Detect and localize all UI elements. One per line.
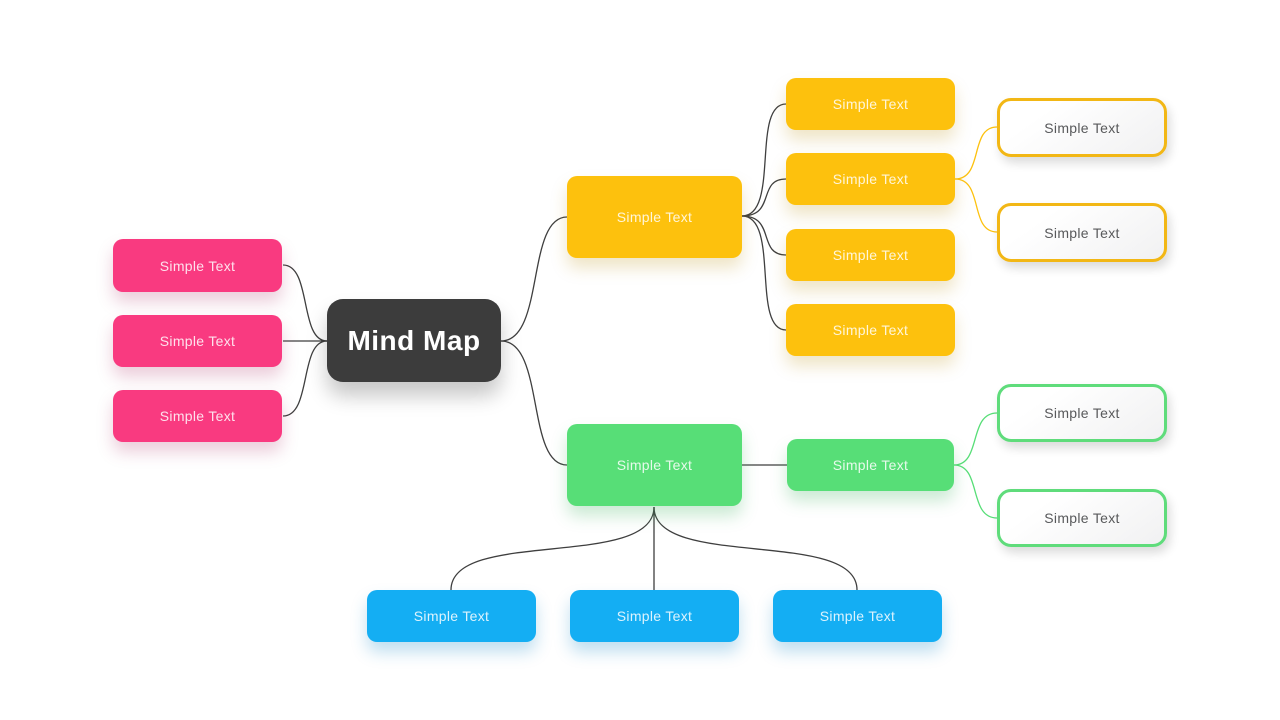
yellow-child-node-1[interactable]: Simple Text [786,78,955,130]
green-parent-node[interactable]: Simple Text [567,424,742,506]
connector-yellow-child-1 [741,103,787,217]
blue-node-2[interactable]: Simple Text [570,590,739,642]
yellow-child-1-label: Simple Text [832,96,909,112]
connector-pink-3 [282,340,328,417]
green-leaf-node-2[interactable]: Simple Text [997,489,1167,547]
blue-node-2-label: Simple Text [616,608,693,624]
yellow-leaf-node-2[interactable]: Simple Text [997,203,1167,262]
green-leaf-2-label: Simple Text [1044,510,1120,526]
yellow-child-node-3[interactable]: Simple Text [786,229,955,281]
yellow-leaf-2-label: Simple Text [1044,224,1120,241]
yellow-leaf-1-label: Simple Text [1044,119,1120,136]
connector-blue-1 [450,506,655,591]
connector-blue-3 [653,506,858,591]
pink-node-2[interactable]: Simple Text [113,315,282,367]
blue-node-1[interactable]: Simple Text [367,590,536,642]
green-child-label: Simple Text [832,457,909,473]
yellow-child-3-label: Simple Text [832,247,909,263]
connector-yellow-child-4 [741,215,787,331]
connector-green-leaf-2 [953,464,998,519]
pink-node-2-label: Simple Text [159,333,236,349]
green-parent-label: Simple Text [616,457,693,473]
green-leaf-1-label: Simple Text [1044,405,1120,421]
yellow-child-node-4[interactable]: Simple Text [786,304,955,356]
yellow-parent-label: Simple Text [616,209,693,225]
green-child-node[interactable]: Simple Text [787,439,954,491]
pink-node-3-label: Simple Text [159,408,236,424]
blue-node-1-label: Simple Text [413,608,490,624]
blue-node-3-label: Simple Text [819,608,896,624]
pink-node-3[interactable]: Simple Text [113,390,282,442]
pink-node-1-label: Simple Text [159,257,236,274]
connector-yellow-leaf-2 [954,178,998,233]
center-node-label: Mind Map [347,324,481,356]
blue-node-3[interactable]: Simple Text [773,590,942,642]
connector-center-green [500,340,568,466]
yellow-child-4-label: Simple Text [832,322,909,338]
pink-node-1[interactable]: Simple Text [113,239,282,292]
yellow-child-node-2[interactable]: Simple Text [786,153,955,205]
connector-pink-1 [282,264,328,342]
center-node[interactable]: Mind Map [327,299,501,382]
connector-yellow-child-3 [741,215,787,256]
connector-yellow-child-2 [741,178,787,217]
connector-green-leaf-1 [953,412,998,466]
yellow-child-2-label: Simple Text [832,171,909,187]
green-leaf-node-1[interactable]: Simple Text [997,384,1167,442]
yellow-parent-node[interactable]: Simple Text [567,176,742,258]
connector-yellow-leaf-1 [954,126,998,180]
connector-center-yellow [500,216,568,342]
yellow-leaf-node-1[interactable]: Simple Text [997,98,1167,157]
